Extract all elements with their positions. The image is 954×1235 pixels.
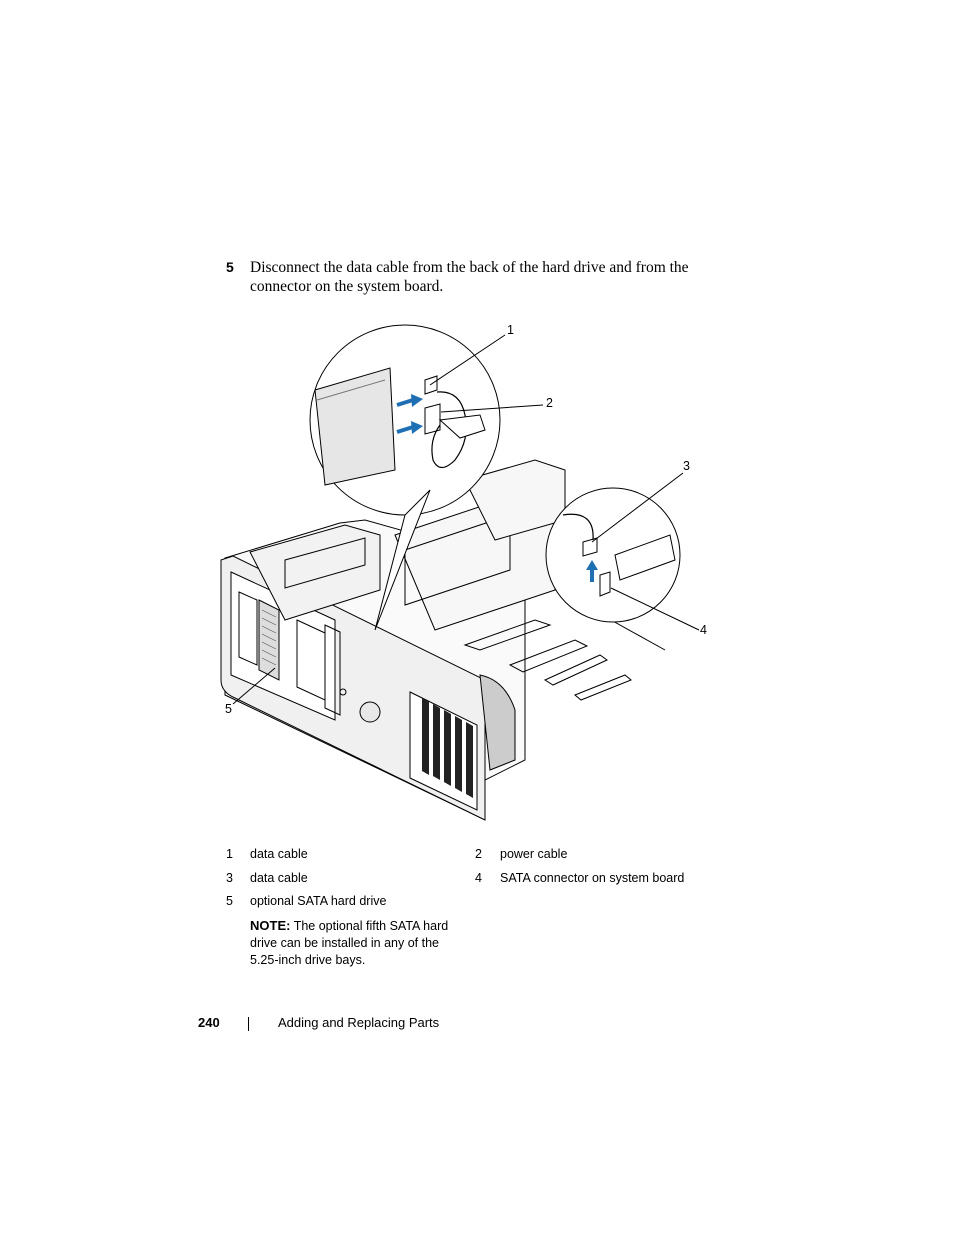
- legend-note: NOTE: The optional fifth SATA hard drive…: [250, 917, 460, 969]
- legend-number: 3: [226, 871, 233, 885]
- step-text: Disconnect the data cable from the back …: [250, 259, 689, 295]
- page-number: 240: [198, 1015, 220, 1030]
- legend-row: 5 optional SATA hard drive: [226, 893, 706, 911]
- legend-label: optional SATA hard drive: [250, 894, 387, 908]
- legend-label: power cable: [500, 847, 568, 861]
- callout-1: 1: [507, 323, 514, 337]
- footer-divider: [248, 1017, 249, 1031]
- legend-number: 4: [475, 871, 482, 885]
- section-title: Adding and Replacing Parts: [278, 1015, 440, 1030]
- step-instruction: 5 Disconnect the data cable from the bac…: [226, 258, 716, 296]
- legend-number: 2: [475, 847, 482, 861]
- callout-5: 5: [225, 702, 232, 716]
- legend-label: data cable: [250, 871, 308, 885]
- legend-label: data cable: [250, 847, 308, 861]
- callout-3: 3: [683, 459, 690, 473]
- legend-row: 1 data cable 2 power cable: [226, 846, 706, 864]
- legend-number: 1: [226, 847, 233, 861]
- legend-row: 3 data cable 4 SATA connector on system …: [226, 870, 706, 888]
- hard-drive-cable-illustration: 1 2 3 4 5: [215, 320, 715, 830]
- callout-4: 4: [700, 623, 707, 637]
- step-number: 5: [226, 259, 234, 275]
- legend-number: 5: [226, 894, 233, 908]
- callout-2: 2: [546, 396, 553, 410]
- note-label: NOTE:: [250, 918, 291, 933]
- legend-label: SATA connector on system board: [500, 871, 685, 885]
- note-text: The optional fifth SATA hard drive can b…: [250, 919, 449, 967]
- illustration-svg: 1 2 3 4 5: [220, 323, 707, 821]
